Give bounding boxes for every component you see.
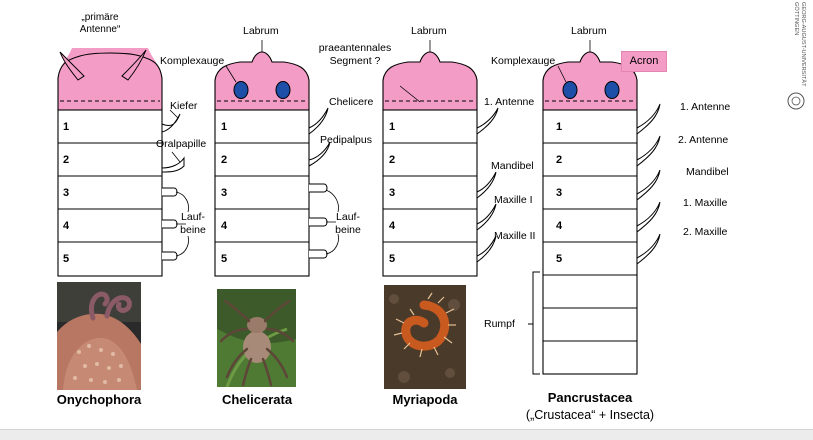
- pancrustacea-komplexauge-label: Komplexauge: [491, 55, 556, 67]
- segment-number: 5: [556, 253, 563, 265]
- segment-number: 5: [389, 253, 396, 265]
- segment-number: 3: [221, 187, 228, 199]
- pancrustacea-body: [528, 40, 661, 375]
- myriapoda-photo: [384, 285, 466, 389]
- chelicerata-photo: [217, 289, 296, 387]
- chelicerata-komplexauge-label: Komplexauge: [160, 55, 225, 67]
- segment-number: 5: [63, 253, 70, 265]
- segment-number: 1: [221, 121, 228, 133]
- pancrustacea-name: Pancrustacea: [547, 390, 633, 405]
- onychophora-body: [57, 48, 189, 277]
- myriapoda-mandibel-label: Mandibel: [491, 160, 534, 172]
- footer-bar: [0, 429, 813, 440]
- university-seal-icon: [787, 92, 805, 110]
- pancrustacea-mandibel-label: Mandibel: [686, 166, 729, 178]
- university-name: GEORG-AUGUST-UNIVERSITÄT GÖTTINGEN: [793, 2, 807, 87]
- onychophora-name: Onychophora: [56, 392, 142, 407]
- segment-number: 1: [389, 121, 396, 133]
- segment-number: 2: [221, 154, 228, 166]
- segment-number: 4: [389, 220, 396, 232]
- myriapoda-antenne-label: 1. Antenne: [484, 96, 535, 108]
- chelicere-label: Chelicere: [329, 96, 374, 108]
- segment-number: 1: [556, 121, 563, 133]
- chelicerata-body: [214, 40, 339, 277]
- chelicerata-laufbeine-label: Lauf- beine: [335, 211, 361, 236]
- segment-number: 2: [63, 154, 70, 166]
- segment-number: 2: [389, 154, 396, 166]
- segment-number: 3: [556, 187, 563, 199]
- segment-number: 3: [389, 187, 396, 199]
- segment-number: 3: [63, 187, 70, 199]
- maxille-2-label: Maxille II: [494, 230, 536, 242]
- chelicerata-name: Chelicerata: [221, 392, 293, 407]
- segment-number: 1: [63, 121, 70, 133]
- pancrustacea-antenne-1-label: 1. Antenne: [680, 101, 731, 113]
- oralpapille-label: Oralpapille: [156, 138, 207, 150]
- primaere-antenne-label: „primäre Antenne“: [79, 12, 121, 35]
- myriapoda-labrum-label: Labrum: [411, 25, 447, 37]
- segment-number: 5: [221, 253, 228, 265]
- kiefer-label: Kiefer: [170, 100, 198, 112]
- myriapoda-name: Myriapoda: [392, 392, 458, 407]
- rumpf-label: Rumpf: [484, 318, 515, 330]
- pancrustacea-maxille-1-label: 1. Maxille: [683, 197, 728, 209]
- myriapoda-body: [382, 40, 499, 277]
- maxille-1-label: Maxille I: [494, 194, 533, 206]
- pancrustacea-antenne-2-label: 2. Antenne: [678, 134, 729, 146]
- onychophora-photo: [57, 282, 141, 390]
- segment-number: 4: [63, 220, 70, 232]
- pancrustacea-maxille-2-label: 2. Maxille: [683, 226, 728, 238]
- segment-number: 4: [221, 220, 228, 232]
- segment-number: 4: [556, 220, 563, 232]
- praeantennales-segment-label: praeantennales Segment ?: [318, 42, 392, 67]
- acron-label: Acron: [621, 51, 667, 72]
- segment-number: 2: [556, 154, 563, 166]
- onychophora-laufbeine-label: Lauf- beine: [180, 211, 206, 236]
- pedipalpus-label: Pedipalpus: [320, 134, 372, 146]
- pancrustacea-subtitle: („Crustacea“ + Insecta): [525, 408, 655, 422]
- university-logo: [782, 4, 812, 112]
- pancrustacea-labrum-label: Labrum: [571, 25, 607, 37]
- chelicerata-labrum-label: Labrum: [243, 25, 279, 37]
